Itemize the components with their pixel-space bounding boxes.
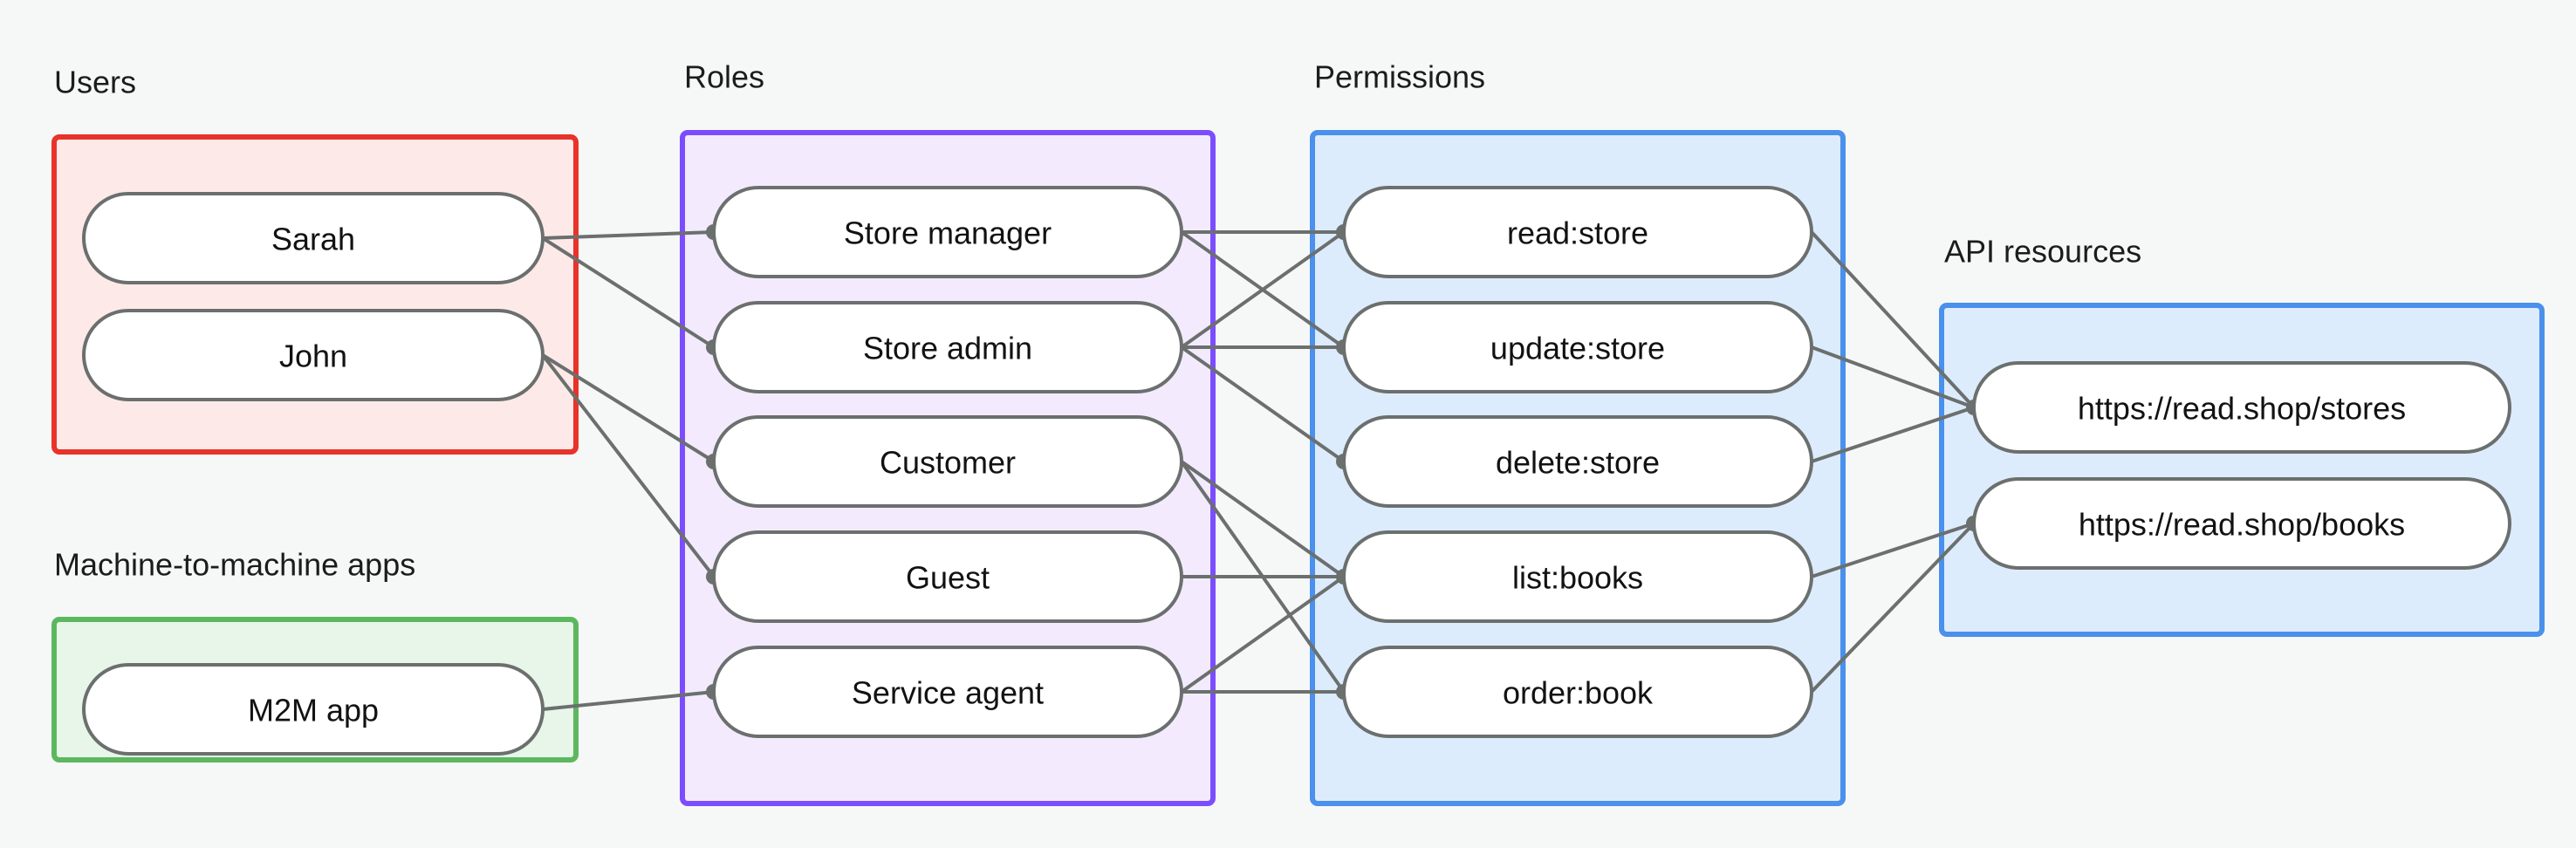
node-updatestore[interactable]: update:store xyxy=(1342,301,1813,393)
node-m2mapp[interactable]: M2M app xyxy=(82,663,545,756)
edge-orderbook-to-apibooks xyxy=(1810,522,1976,694)
node-storemanager[interactable]: Store manager xyxy=(712,186,1183,278)
node-label-apistores: https://read.shop/stores xyxy=(2078,391,2406,427)
node-deletestore[interactable]: delete:store xyxy=(1342,415,1813,508)
node-sarah[interactable]: Sarah xyxy=(82,192,545,284)
edge-storeadmin-to-deletestore xyxy=(1180,345,1346,463)
node-readstore[interactable]: read:store xyxy=(1342,186,1813,278)
node-shape-serviceagent xyxy=(712,646,1183,738)
node-shape-apistores xyxy=(1972,361,2511,454)
edge-storeadmin-to-readstore xyxy=(1180,230,1346,349)
node-label-apibooks: https://read.shop/books xyxy=(2079,507,2405,543)
edge-serviceagent-to-listbooks xyxy=(1180,575,1346,694)
edge-listbooks-to-apibooks xyxy=(1811,522,1975,578)
node-shape-storemanager xyxy=(712,186,1183,278)
node-label-guest: Guest xyxy=(906,560,990,596)
node-label-updatestore: update:store xyxy=(1490,331,1665,366)
node-label-storeadmin: Store admin xyxy=(863,331,1032,366)
node-label-john: John xyxy=(279,339,347,374)
group-box-users xyxy=(51,134,579,455)
node-label-serviceagent: Service agent xyxy=(852,675,1044,711)
node-shape-orderbook xyxy=(1342,646,1813,738)
edge-sarah-to-storeadmin xyxy=(541,236,716,349)
node-apistores[interactable]: https://read.shop/stores xyxy=(1972,361,2511,454)
node-label-m2mapp: M2M app xyxy=(248,693,379,728)
node-label-deletestore: delete:store xyxy=(1496,445,1660,481)
node-guest[interactable]: Guest xyxy=(712,530,1183,623)
edge-john-to-customer xyxy=(541,353,716,463)
node-apibooks[interactable]: https://read.shop/books xyxy=(1972,477,2511,570)
node-storeadmin[interactable]: Store admin xyxy=(712,301,1183,393)
node-shape-deletestore xyxy=(1342,415,1813,508)
group-box-api xyxy=(1939,303,2545,637)
node-label-storemanager: Store manager xyxy=(844,215,1052,251)
edge-customer-to-listbooks xyxy=(1180,460,1346,578)
edge-readstore-to-apistores xyxy=(1810,230,1976,409)
edge-john-to-guest xyxy=(541,353,716,578)
edge-updatestore-to-apistores xyxy=(1811,345,1975,409)
node-label-customer: Customer xyxy=(880,445,1016,481)
node-customer[interactable]: Customer xyxy=(712,415,1183,508)
node-shape-updatestore xyxy=(1342,301,1813,393)
node-shape-storeadmin xyxy=(712,301,1183,393)
edge-deletestore-to-apistores xyxy=(1811,406,1975,463)
group-title-m2m: Machine-to-machine apps xyxy=(54,547,415,583)
node-shape-sarah xyxy=(82,192,545,284)
node-serviceagent[interactable]: Service agent xyxy=(712,646,1183,738)
group-title-users: Users xyxy=(54,65,136,100)
node-label-sarah: Sarah xyxy=(271,222,355,257)
node-shape-m2mapp xyxy=(82,663,545,756)
edges-layer xyxy=(541,230,1976,711)
node-label-orderbook: order:book xyxy=(1503,675,1654,711)
group-title-roles: Roles xyxy=(684,59,764,95)
group-title-api: API resources xyxy=(1944,234,2141,270)
edge-sarah-to-storemanager xyxy=(542,230,715,240)
node-orderbook[interactable]: order:book xyxy=(1342,646,1813,738)
node-shape-listbooks xyxy=(1342,530,1813,623)
node-shape-apibooks xyxy=(1972,477,2511,570)
node-shape-customer xyxy=(712,415,1183,508)
edge-m2mapp-to-serviceagent xyxy=(542,690,715,711)
node-shape-john xyxy=(82,309,545,401)
node-label-readstore: read:store xyxy=(1507,215,1648,251)
group-title-permissions: Permissions xyxy=(1314,59,1485,95)
node-shape-readstore xyxy=(1342,186,1813,278)
node-label-listbooks: list:books xyxy=(1512,560,1643,596)
node-john[interactable]: John xyxy=(82,309,545,401)
node-shape-guest xyxy=(712,530,1183,623)
node-listbooks[interactable]: list:books xyxy=(1342,530,1813,623)
